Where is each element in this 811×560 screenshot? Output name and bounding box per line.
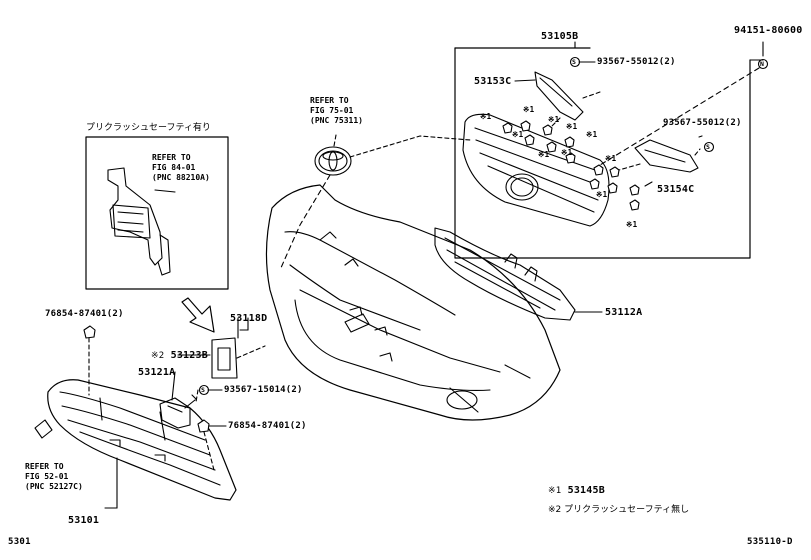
mark-1-h: ※1	[561, 148, 573, 157]
bracket-53123B-shape	[211, 337, 238, 379]
refer-fig-52[interactable]: REFER TO FIG 52-01 (PNC 52127C)	[25, 462, 83, 491]
bumper-cover-shape	[265, 184, 561, 421]
label-53123B[interactable]: ※2 53123B	[151, 350, 208, 362]
label-93567-55012-right[interactable]: 93567-55012(2)	[663, 118, 742, 128]
label-93567-15014[interactable]: 93567-15014(2)	[224, 385, 303, 395]
arrow-shape	[181, 297, 215, 333]
legend-53145B: 53145B	[567, 485, 605, 496]
clip-76854-right	[197, 419, 210, 433]
legend-mark-1: ※1	[548, 486, 562, 496]
label-76854-87401-right[interactable]: 76854-87401(2)	[228, 421, 307, 431]
label-53118D[interactable]: 53118D	[230, 313, 268, 324]
legend-2: ※2 プリクラッシュセーフティ無し	[548, 505, 689, 516]
grille-assembly-box	[454, 47, 751, 259]
label-76854-87401-left[interactable]: 76854-87401(2)	[45, 309, 124, 319]
legend-1: ※1 53145B	[548, 485, 605, 497]
footer-right-code: 535110-D	[747, 537, 793, 547]
mark-1-a: ※1	[480, 112, 492, 121]
radar-sensor-shape	[107, 167, 171, 276]
label-53153C[interactable]: 53153C	[474, 76, 512, 87]
mark-1-k: ※1	[626, 220, 638, 229]
refer-fig-75[interactable]: REFER TO FIG 75-01 (PNC 75311)	[310, 96, 363, 125]
mark-1-j: ※1	[596, 190, 608, 199]
mark-1-i: ※1	[605, 154, 617, 163]
upper-grille-shape	[462, 113, 610, 227]
label-53121A[interactable]: 53121A	[138, 367, 176, 378]
clip-76854-left	[83, 325, 96, 339]
mark-2: ※2	[151, 351, 165, 361]
label-93567-55012-top[interactable]: 93567-55012(2)	[597, 57, 676, 67]
mark-1-g: ※1	[538, 150, 550, 159]
label-53154C[interactable]: 53154C	[657, 184, 695, 195]
clips-53145B	[502, 120, 640, 211]
mark-1-f: ※1	[586, 130, 598, 139]
screw-93567-15014	[184, 394, 197, 409]
emblem-shape	[314, 146, 352, 176]
s-symbol-2: S	[706, 143, 711, 151]
mark-1-e: ※1	[566, 122, 578, 131]
mark-1-c: ※1	[512, 130, 524, 139]
label-53123B-text: 53123B	[170, 350, 208, 361]
label-53112A[interactable]: 53112A	[605, 307, 643, 318]
mark-1-d: ※1	[548, 115, 560, 124]
lower-grille-53112A-shape	[434, 227, 576, 321]
legend-mark-2: ※2	[548, 505, 562, 515]
bracket-53154C-shape	[634, 139, 699, 173]
label-53105B[interactable]: 53105B	[541, 31, 579, 42]
without-safety-caption: プリクラッシュセーフティ無し	[564, 505, 690, 515]
s-symbol-3: S	[201, 386, 206, 394]
bracket-53153C-shape	[534, 71, 584, 121]
radar-sensor-box	[85, 136, 229, 290]
mark-1-b: ※1	[523, 105, 535, 114]
label-53101[interactable]: 53101	[68, 515, 100, 526]
with-safety-caption: プリクラッシュセーフティ有り	[86, 123, 211, 133]
footer-left-code: 5301	[8, 537, 31, 547]
s-symbol-1: S	[572, 58, 577, 66]
bracket-53121A-shape	[159, 397, 191, 429]
lower-grille-53101-shape	[34, 379, 237, 501]
refer-fig-84[interactable]: REFER TO FIG 84-01 (PNC 88210A)	[152, 153, 210, 182]
label-94151-80600[interactable]: 94151-80600	[734, 25, 803, 36]
n-symbol: N	[760, 60, 765, 68]
